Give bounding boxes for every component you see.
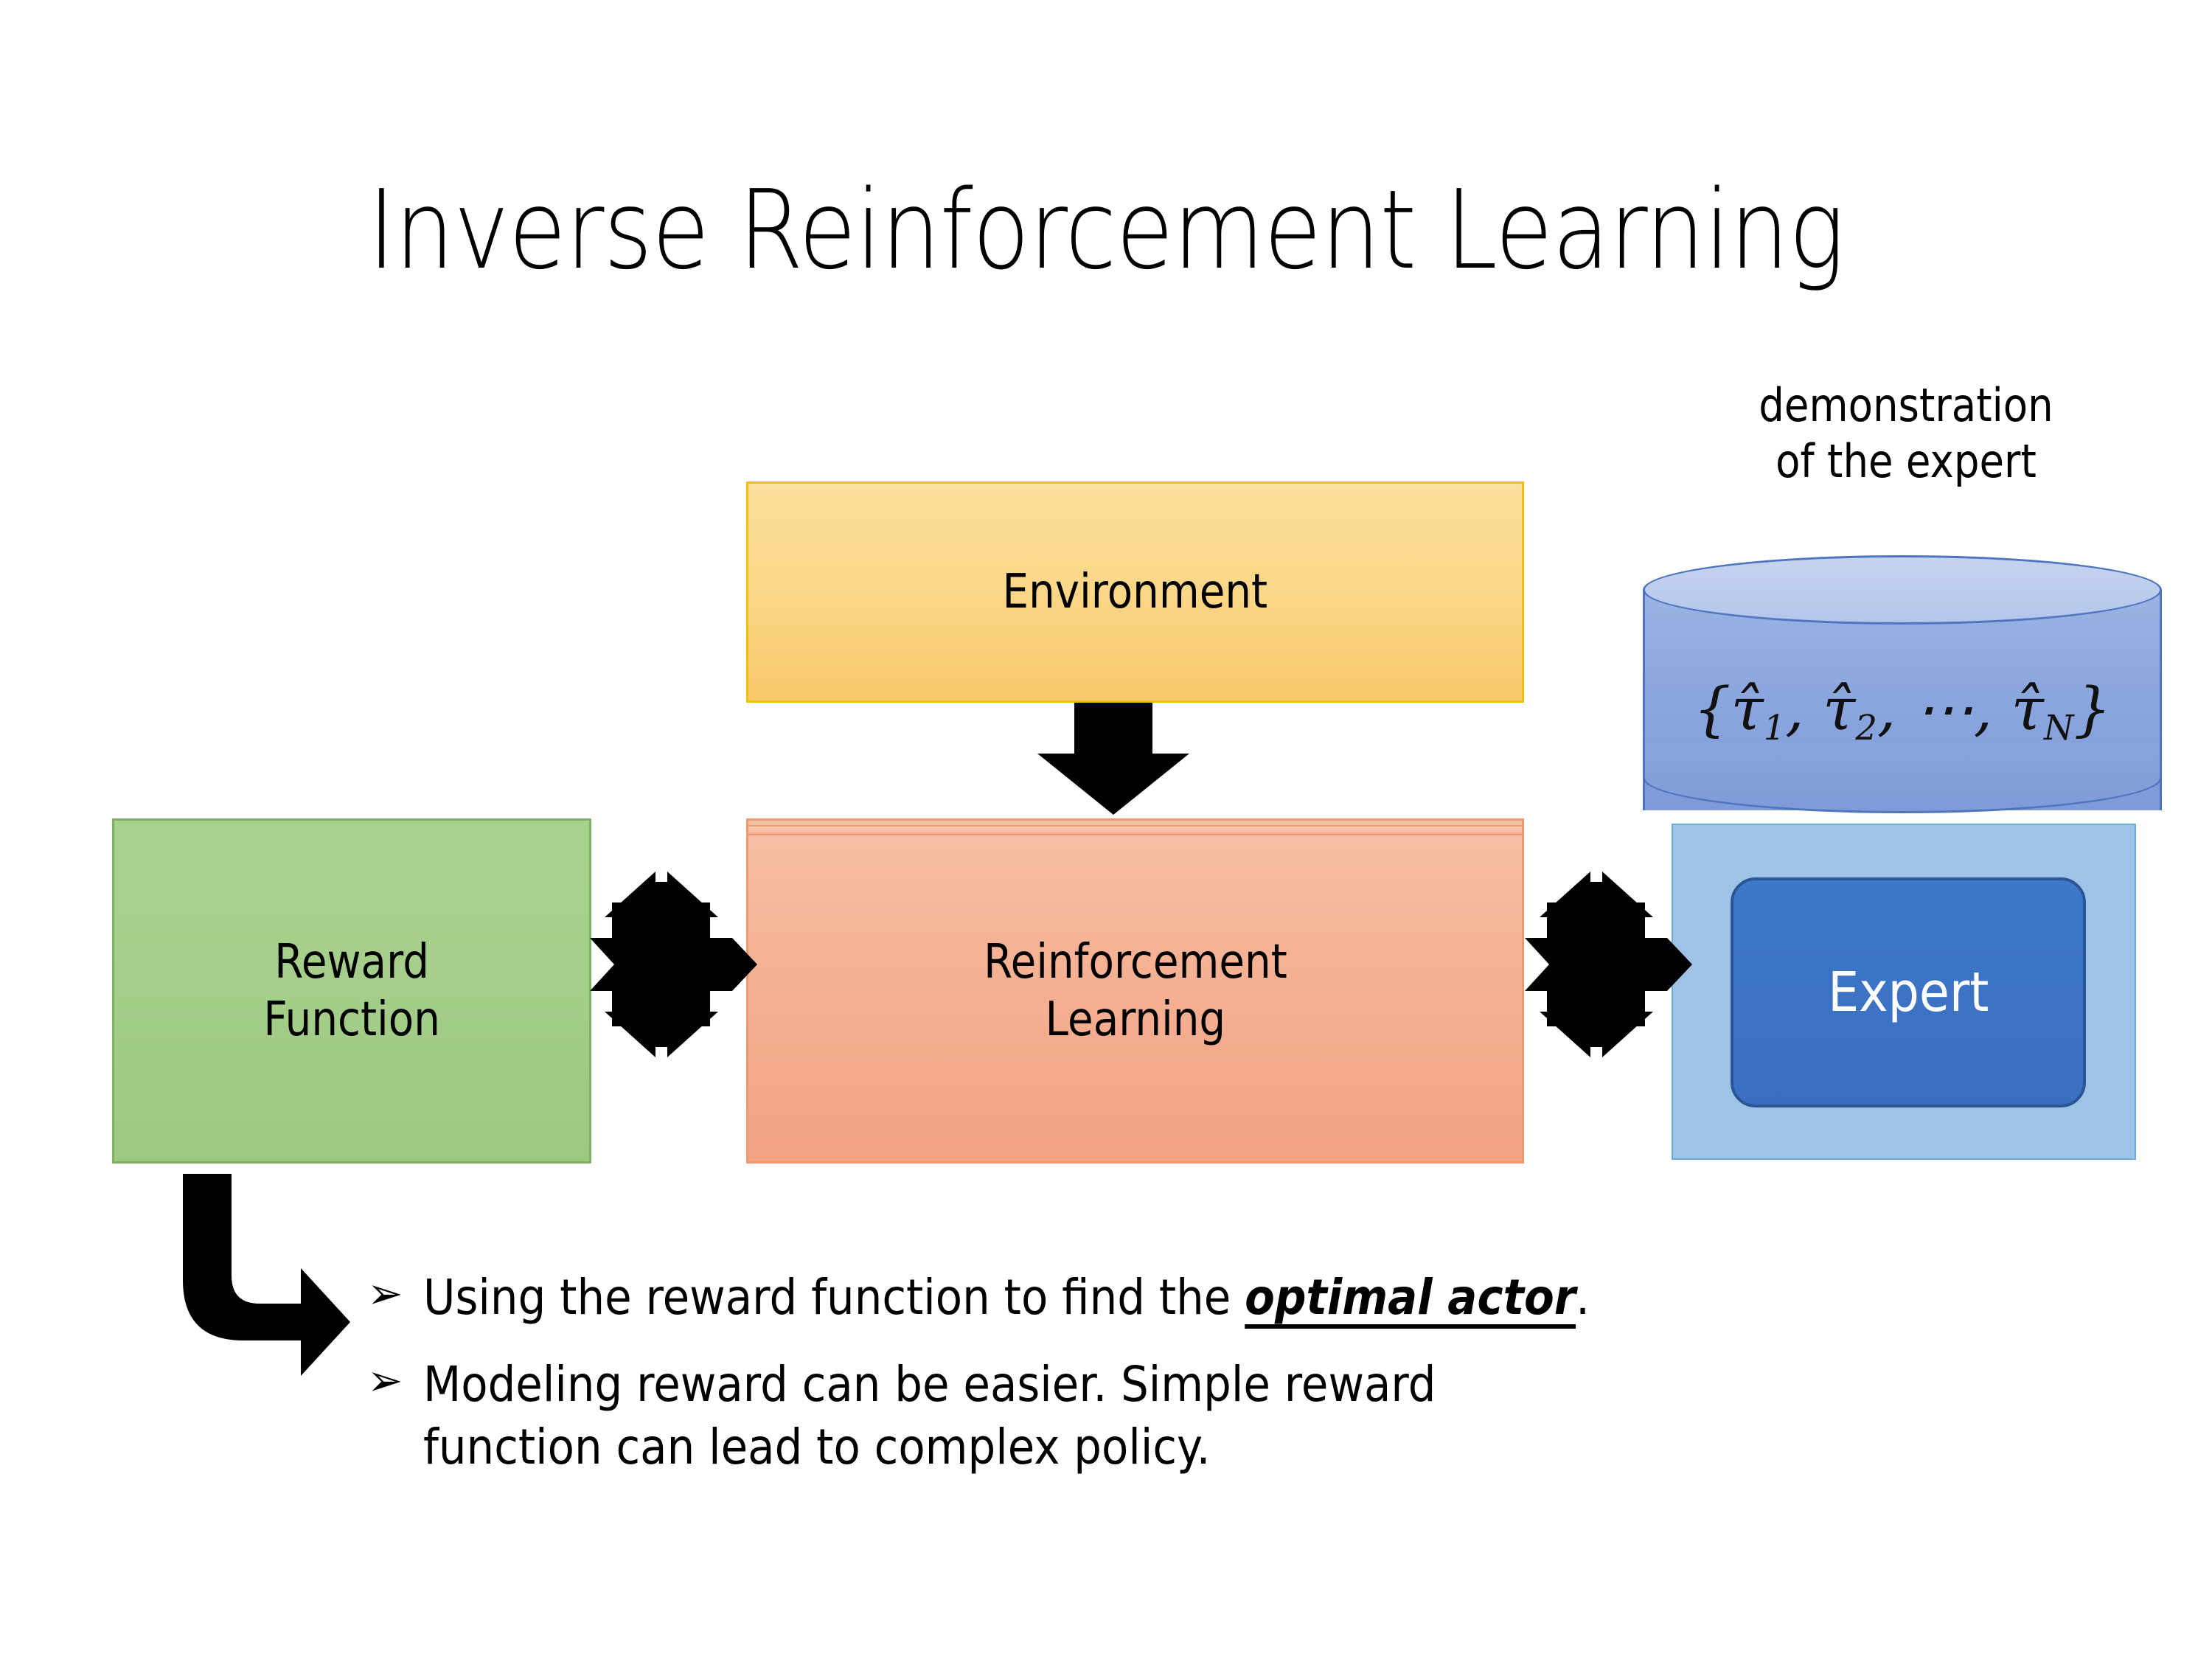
- environment-to-rl-arrow-icon: [1037, 703, 1189, 815]
- bullet-emphasis-optimal-actor: optimal actor: [1245, 1269, 1576, 1326]
- bullet-text-modeling-reward: Modeling reward can be easier. Simple re…: [423, 1356, 1436, 1475]
- demonstration-cylinder: {τ̂1, τ̂2, ⋯, τ̂N}: [1643, 555, 2162, 846]
- rl-expert-quad-arrow-icon: [1525, 872, 1692, 1057]
- expert-box-label: Expert: [1827, 960, 1989, 1024]
- page-title: Inverse Reinforcement Learning: [367, 167, 1845, 293]
- bullet-text-optimal-actor: Using the reward function to find the op…: [423, 1267, 1926, 1329]
- list-item: ➢ Using the reward function to find the …: [367, 1267, 2093, 1329]
- reward-function-box[interactable]: Reward Function: [112, 818, 591, 1164]
- formula-tau-1: τ̂: [1731, 675, 1764, 743]
- reward-to-bullets-bent-arrow-icon: [183, 1174, 350, 1376]
- reinforcement-learning-box-label: Reinforcement Learning: [983, 934, 1287, 1047]
- chevron-bullet-icon: ➢: [367, 1355, 403, 1406]
- expert-box[interactable]: Expert: [1731, 877, 2086, 1107]
- environment-box[interactable]: Environment: [746, 481, 1524, 703]
- formula-sub-n: N: [2043, 707, 2074, 748]
- formula-open-brace: {: [1693, 675, 1731, 743]
- reinforcement-learning-box[interactable]: Reinforcement Learning: [746, 818, 1524, 1164]
- list-item: ➢ Modeling reward can be easier. Simple …: [367, 1354, 2093, 1478]
- cylinder-top-ellipse: [1643, 555, 2162, 625]
- trajectory-set-formula: {τ̂1, τ̂2, ⋯, τ̂N}: [1693, 675, 2112, 748]
- reward-function-box-label: Reward Function: [263, 934, 440, 1047]
- formula-ellipsis: ⋯: [1914, 675, 1974, 743]
- bullet-suffix-1: .: [1576, 1269, 1590, 1326]
- formula-sub-2: 2: [1855, 707, 1877, 748]
- formula-sub-1: 1: [1763, 707, 1786, 748]
- reward-rl-quad-arrow-icon: [590, 872, 757, 1057]
- cylinder-bottom-ellipse: [1643, 742, 2162, 813]
- bullet-list: ➢ Using the reward function to find the …: [367, 1267, 2093, 1503]
- formula-tau-2: τ̂: [1823, 675, 1856, 743]
- rl-box-top-strip: [748, 825, 1522, 835]
- environment-box-label: Environment: [1002, 564, 1268, 619]
- chevron-bullet-icon: ➢: [367, 1268, 403, 1318]
- demonstration-caption: demonstration of the expert: [1759, 378, 2053, 488]
- bullet-prefix-1: Using the reward function to find the: [423, 1269, 1245, 1326]
- formula-close-brace: }: [2073, 675, 2112, 743]
- formula-tau-n: τ̂: [2011, 675, 2044, 743]
